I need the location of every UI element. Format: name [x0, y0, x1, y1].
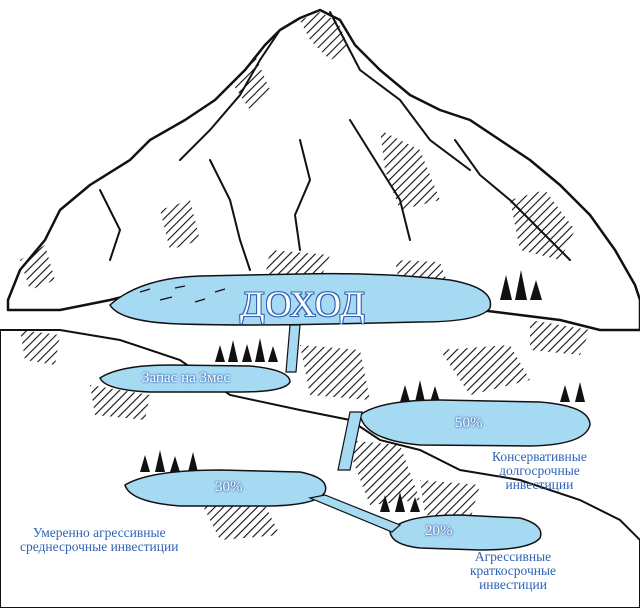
aggressive-line-1: Агрессивные [474, 549, 552, 564]
lake-30 [124, 469, 327, 507]
moderate-line-2: среднесрочные инвестиции [20, 539, 179, 555]
conservative-line-1: Консервативные [492, 449, 587, 464]
lake-income [109, 272, 492, 326]
rock-hatching [20, 330, 60, 365]
income-title: ДОХОД [240, 284, 366, 324]
rock-hatching [90, 385, 150, 420]
ridge-lines [99, 11, 571, 271]
rock-hatching [300, 345, 370, 400]
percent-20-label: 20% [425, 523, 453, 539]
lake-50 [359, 399, 591, 447]
moderate-description: Умеренно агрессивные среднесрочные инвес… [20, 525, 179, 555]
conservative-line-2: долгосрочные [499, 463, 580, 479]
water-ripples [139, 285, 226, 303]
rock-hatching [230, 55, 270, 110]
rock-hatching [265, 250, 330, 280]
rock-hatching [510, 190, 575, 260]
rock-hatching [20, 245, 55, 290]
lake-20 [389, 514, 542, 551]
moderate-line-1: Умеренно агрессивные [32, 525, 166, 540]
rock-hatching [530, 320, 590, 355]
lake-reserve [99, 364, 291, 393]
percent-30-label: 30% [215, 479, 243, 495]
streams [285, 324, 402, 533]
rock-hatching [420, 480, 480, 520]
rock-hatching [440, 345, 530, 395]
aggressive-line-3: инвестиции [479, 577, 547, 593]
percent-50-label: 50% [455, 415, 483, 431]
aggressive-description: Агрессивные краткосрочные инвестиции [470, 549, 557, 593]
conservative-line-3: инвестиции [505, 477, 574, 493]
aggressive-line-2: краткосрочные [470, 563, 557, 579]
reserve-label: Запас на 3мес [142, 370, 231, 386]
conservative-description: Консервативные долгосрочные инвестиции [492, 449, 587, 493]
rock-hatching [300, 12, 350, 60]
rock-hatching [345, 440, 420, 505]
rock-hatching [160, 200, 200, 250]
rock-hatching [380, 130, 440, 210]
